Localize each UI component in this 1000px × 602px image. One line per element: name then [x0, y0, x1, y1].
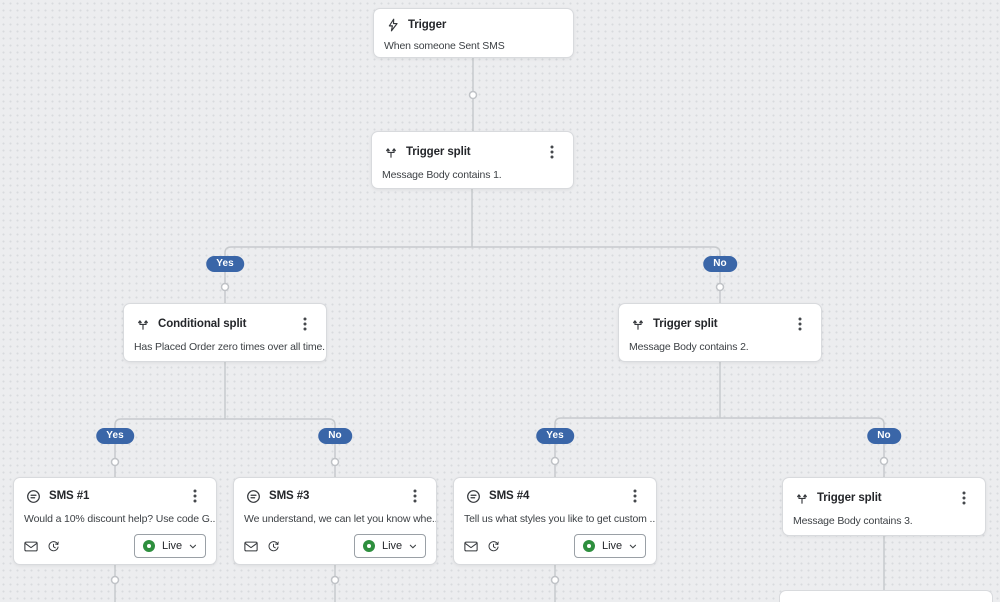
status-dropdown[interactable]: Live [354, 534, 426, 558]
trigger-card[interactable]: Trigger When someone Sent SMS [373, 8, 574, 58]
connector-node[interactable] [330, 575, 340, 585]
card-title: Conditional split [158, 318, 247, 330]
card-body: Message Body contains 1. [382, 169, 502, 181]
sms-1-card[interactable]: SMS #1 Would a 10% discount help? Use co… [13, 477, 217, 565]
card-header: SMS #1 [14, 478, 216, 505]
path-badge-yes: Yes [536, 428, 574, 444]
path-badge-no: No [318, 428, 352, 444]
card-header: Trigger split [783, 478, 985, 507]
card-header: SMS #4 [454, 478, 656, 505]
status-label: Live [382, 540, 403, 552]
path-badge-yes: Yes [96, 428, 134, 444]
split-icon [136, 317, 150, 331]
card-header: Trigger split [372, 132, 573, 161]
sms-4-card[interactable]: SMS #4 Tell us what styles you like to g… [453, 477, 657, 565]
card-title: SMS #1 [49, 490, 90, 502]
chevron-down-icon [629, 544, 637, 549]
connector-node[interactable] [110, 575, 120, 585]
connector-node[interactable] [468, 90, 478, 100]
card-body: When someone Sent SMS [384, 40, 505, 52]
trigger-split-3-card[interactable]: Trigger split Message Body contains 3. [782, 477, 986, 536]
connector-line [114, 418, 336, 477]
card-body: We understand, we can let you know whe..… [244, 513, 436, 525]
card-footer: Live [244, 534, 426, 558]
lightning-icon [386, 18, 400, 32]
card-title: Trigger [408, 19, 447, 31]
card-body: Has Placed Order zero times over all tim… [134, 341, 325, 353]
card-header: Conditional split [124, 304, 326, 333]
card-title: Trigger split [653, 318, 718, 330]
chevron-down-icon [409, 544, 417, 549]
sms-3-card[interactable]: SMS #3 We understand, we can let you kno… [233, 477, 437, 565]
sms-icon [466, 489, 481, 504]
live-status-icon [583, 540, 595, 552]
kebab-menu-icon[interactable] [955, 489, 973, 507]
trigger-split-1-card[interactable]: Trigger split Message Body contains 1. [371, 131, 574, 189]
smart-sending-icon [267, 540, 280, 553]
connector-line [224, 246, 721, 303]
card-title: SMS #4 [489, 490, 530, 502]
connector-node[interactable] [110, 457, 120, 467]
split-icon [631, 317, 645, 331]
live-status-icon [143, 540, 155, 552]
path-badge-no: No [867, 428, 901, 444]
conditional-split-card[interactable]: Conditional split Has Placed Order zero … [123, 303, 327, 362]
kebab-menu-icon[interactable] [186, 487, 204, 505]
card-body: Tell us what styles you like to get cust… [464, 513, 656, 525]
smart-sending-icon [487, 540, 500, 553]
sms-icon [246, 489, 261, 504]
card-title: SMS #3 [269, 490, 310, 502]
sms-icon [26, 489, 41, 504]
card-header: SMS #3 [234, 478, 436, 505]
card-title: Trigger split [817, 492, 882, 504]
card-body: Message Body contains 2. [629, 341, 749, 353]
card-title: Trigger split [406, 146, 471, 158]
connector-node[interactable] [550, 456, 560, 466]
path-badge-no: No [703, 256, 737, 272]
status-label: Live [602, 540, 623, 552]
card-body: Would a 10% discount help? Use code G... [24, 513, 216, 525]
card-header: Trigger split [619, 304, 821, 333]
connector-node[interactable] [550, 575, 560, 585]
card-header: Trigger [374, 9, 573, 32]
kebab-menu-icon[interactable] [543, 143, 561, 161]
connector-node[interactable] [879, 456, 889, 466]
connector-node[interactable] [220, 282, 230, 292]
status-label: Live [162, 540, 183, 552]
connector-line [554, 417, 885, 477]
kebab-menu-icon[interactable] [296, 315, 314, 333]
status-dropdown[interactable]: Live [134, 534, 206, 558]
card-footer: Live [464, 534, 646, 558]
partial-card[interactable] [779, 590, 993, 602]
message-icon [24, 541, 38, 552]
card-footer: Live [24, 534, 206, 558]
split-icon [795, 491, 809, 505]
kebab-menu-icon[interactable] [406, 487, 424, 505]
kebab-menu-icon[interactable] [626, 487, 644, 505]
kebab-menu-icon[interactable] [791, 315, 809, 333]
smart-sending-icon [47, 540, 60, 553]
status-dropdown[interactable]: Live [574, 534, 646, 558]
message-icon [244, 541, 258, 552]
connector-node[interactable] [715, 282, 725, 292]
card-body: Message Body contains 3. [793, 515, 913, 527]
split-icon [384, 145, 398, 159]
chevron-down-icon [189, 544, 197, 549]
connector-node[interactable] [330, 457, 340, 467]
path-badge-yes: Yes [206, 256, 244, 272]
message-icon [464, 541, 478, 552]
trigger-split-2-card[interactable]: Trigger split Message Body contains 2. [618, 303, 822, 362]
live-status-icon [363, 540, 375, 552]
